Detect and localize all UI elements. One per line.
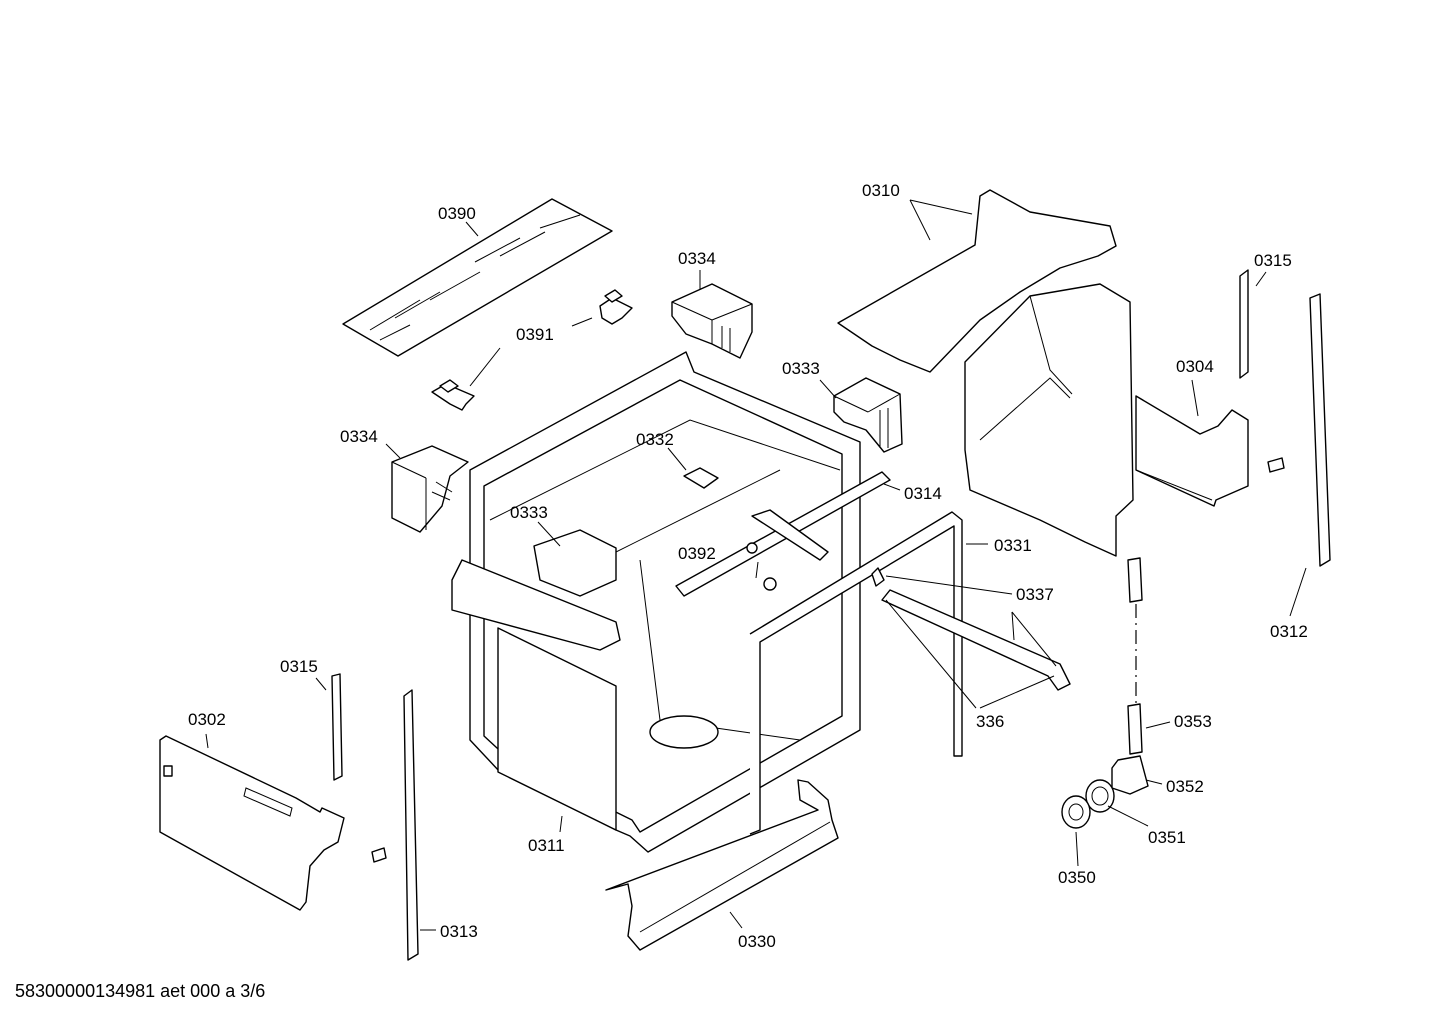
callout-0315-right: 0315	[1254, 251, 1292, 270]
callout-0337: 0337	[1016, 585, 1054, 604]
part-0330-plinth	[605, 779, 839, 951]
part-0304-side-bracket	[1135, 395, 1249, 507]
leader-lines	[205, 199, 1307, 931]
callout-0333-mid: 0333	[510, 503, 548, 522]
part-0310-top-cover	[837, 189, 1134, 557]
callout-0391: 0391	[516, 325, 554, 344]
callout-0390: 0390	[438, 204, 476, 223]
callout-0352: 0352	[1166, 777, 1204, 796]
part-0334-left-mount	[391, 445, 469, 533]
part-0311-tub-frame	[451, 351, 861, 853]
callout-0315-left: 0315	[280, 657, 318, 676]
part-0352-elbow	[1111, 755, 1149, 795]
callout-0310: 0310	[862, 181, 900, 200]
part-0312-side-strip	[1309, 293, 1331, 567]
part-screw-left	[371, 847, 387, 863]
part-0315-trim-strip-right	[1239, 269, 1249, 379]
part-0333-mid-mount	[533, 529, 617, 597]
callout-0302: 0302	[188, 710, 226, 729]
callout-0313: 0313	[440, 922, 478, 941]
part-0334-upper-mount	[671, 283, 753, 359]
part-0350-cap	[1061, 795, 1091, 829]
part-screw-right	[1267, 457, 1285, 473]
callout-0333-upper: 0333	[782, 359, 820, 378]
callout-0314: 0314	[904, 484, 942, 503]
part-0337-rod	[871, 567, 1071, 691]
part-0391-bracket-upper	[599, 289, 633, 325]
part-0302-kick-plate	[159, 735, 345, 911]
callout-labels: 0390 0391 0334 0333 0334 0332 0333 0392 …	[188, 181, 1308, 951]
part-0315-trim-strip-left	[331, 673, 343, 781]
part-0353-hose	[1127, 557, 1143, 755]
callout-0334-left: 0334	[340, 427, 378, 446]
callout-0353: 0353	[1174, 712, 1212, 731]
part-0351-nut	[1085, 779, 1115, 813]
callout-0311: 0311	[528, 836, 565, 855]
part-0332-top-clip	[683, 467, 719, 489]
callout-0332: 0332	[636, 430, 674, 449]
part-0333-upper-mount	[833, 377, 903, 453]
part-0392-hinge-plate	[746, 509, 829, 591]
part-0390-insulation-mat	[342, 198, 613, 357]
callout-0350: 0350	[1058, 868, 1096, 887]
callout-0334-upper: 0334	[678, 249, 716, 268]
part-0391-bracket-lower	[431, 379, 475, 411]
callout-0331: 0331	[994, 536, 1032, 555]
part-0313-side-strip	[403, 689, 419, 961]
callout-0351: 0351	[1148, 828, 1186, 847]
part-0331-door-seal	[749, 511, 963, 835]
callout-336: 336	[976, 712, 1004, 731]
callout-0330: 0330	[738, 932, 776, 951]
callout-0312: 0312	[1270, 622, 1308, 641]
callout-0392: 0392	[678, 544, 716, 563]
callout-0304: 0304	[1176, 357, 1214, 376]
document-id: 58300000134981 aet 000 a 3/6	[15, 981, 266, 1001]
